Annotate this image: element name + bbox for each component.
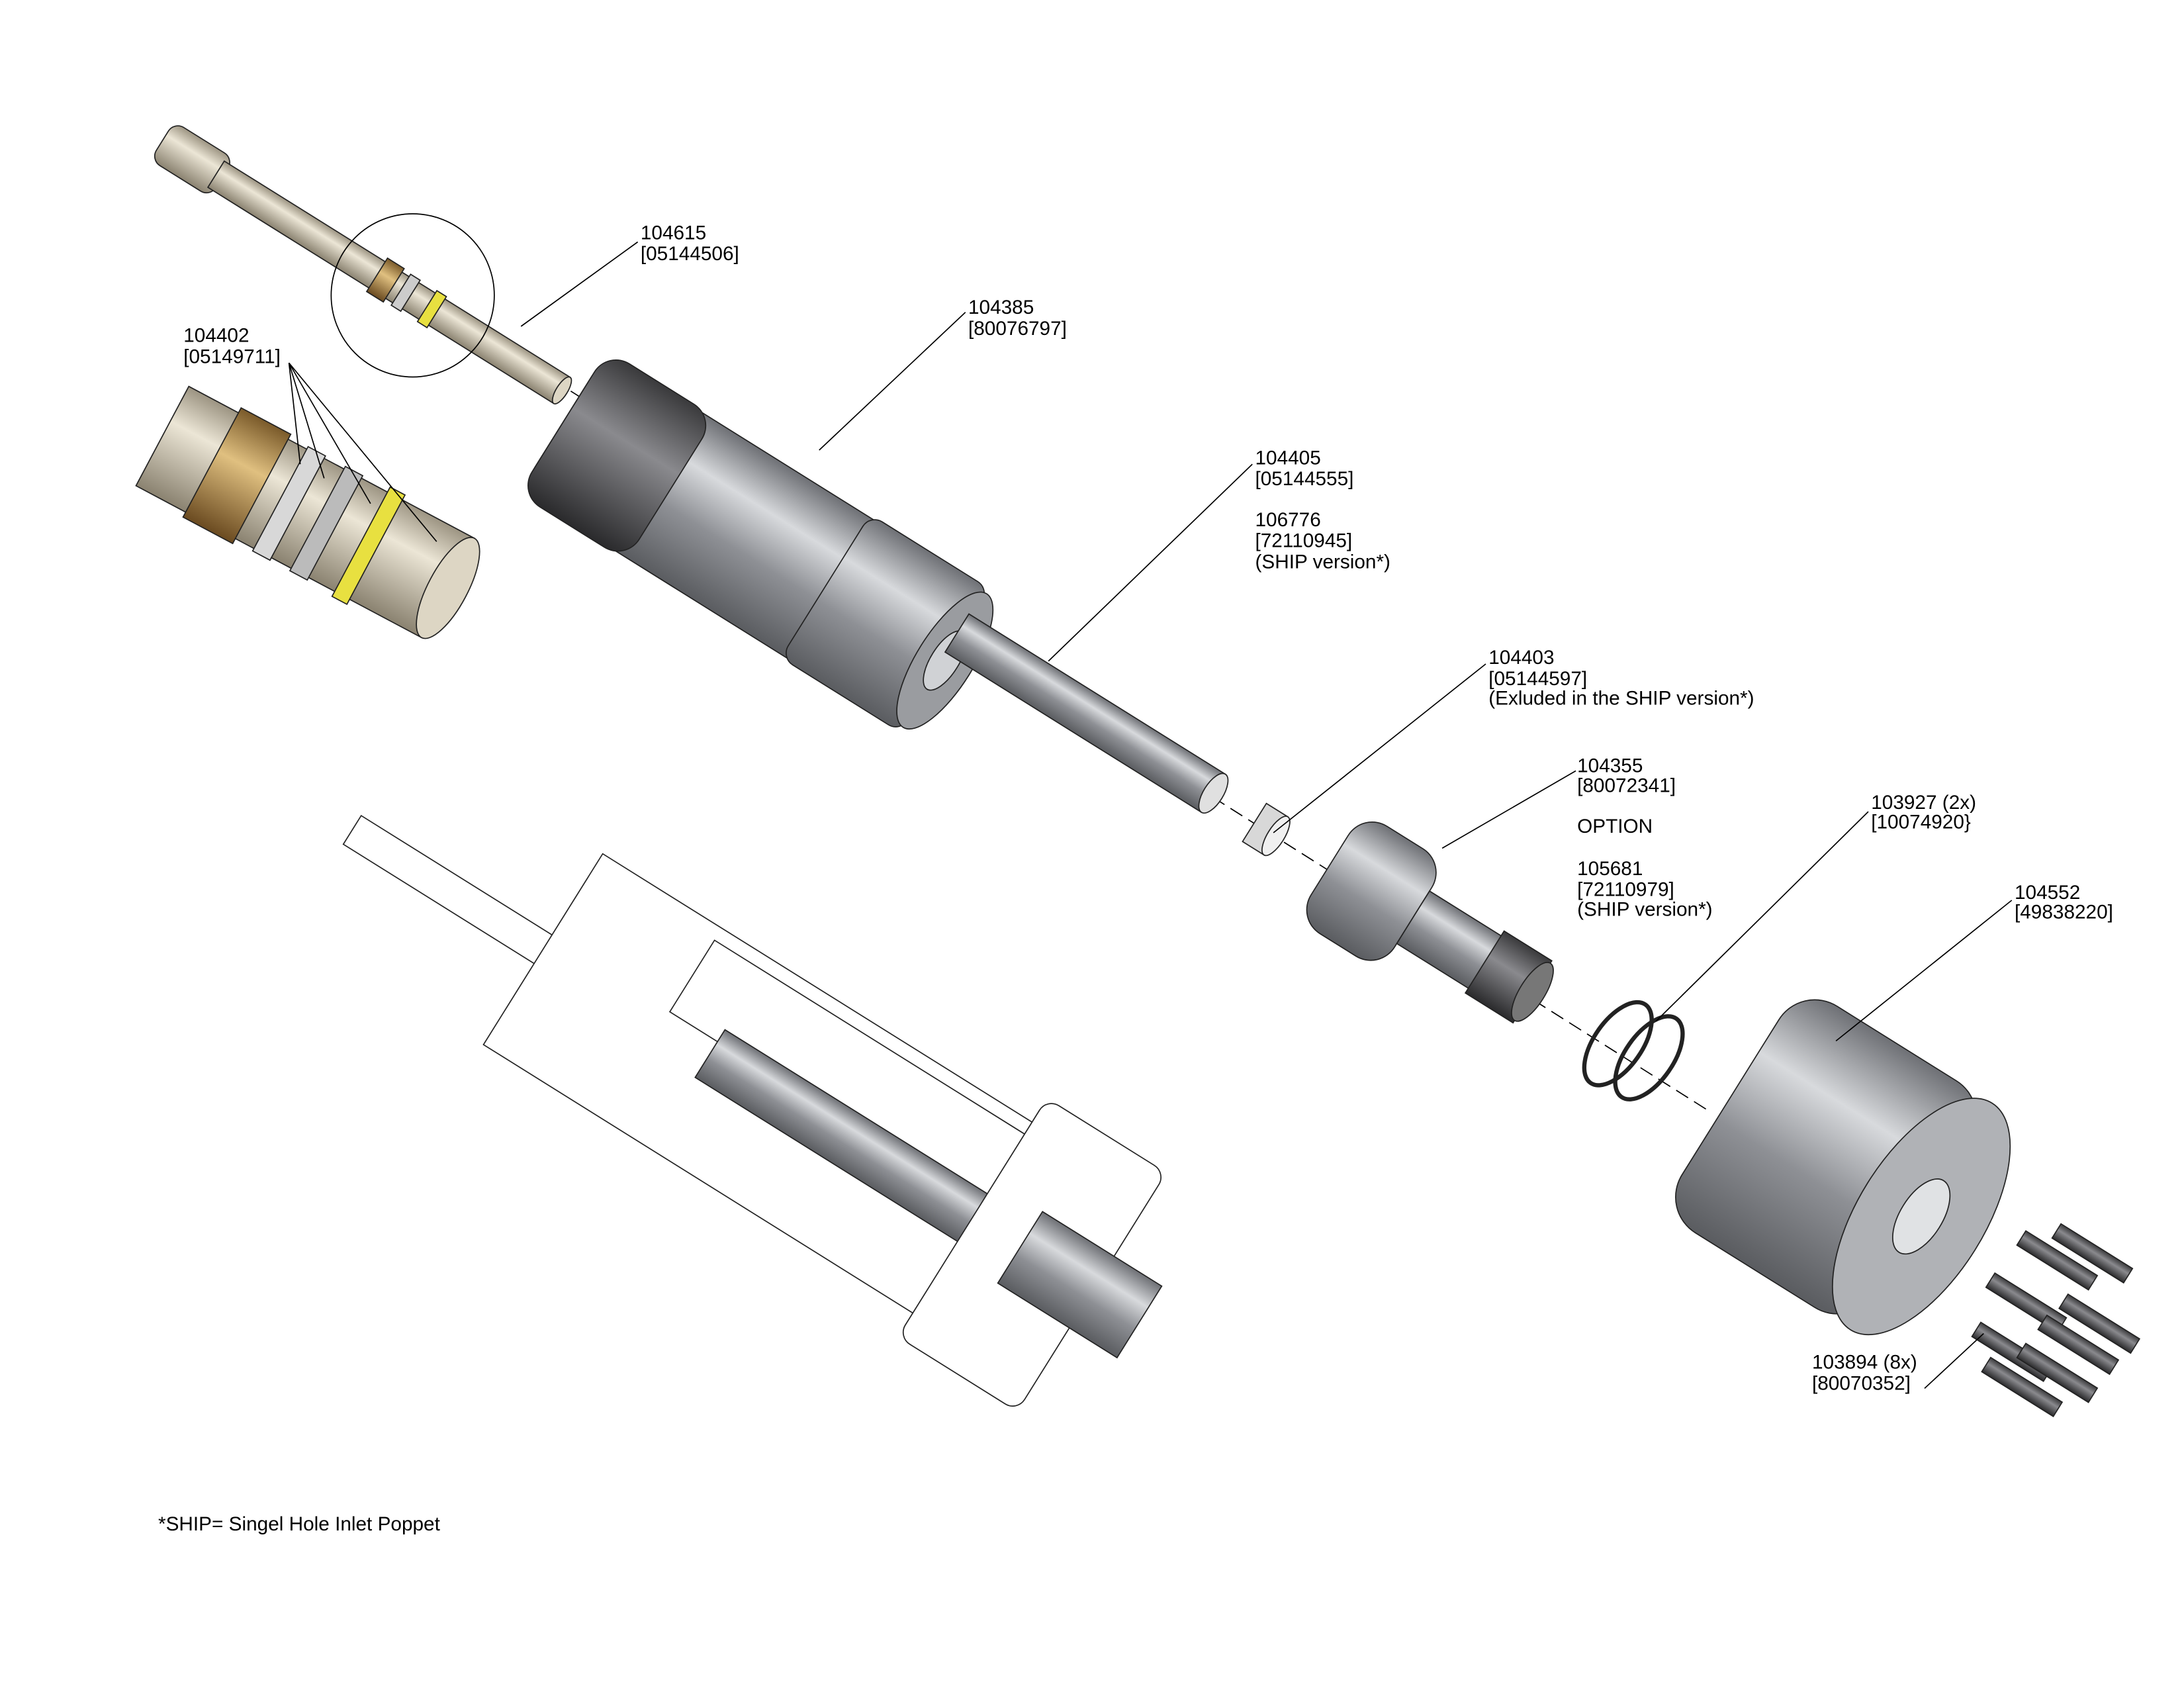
- alt-note: (SHIP version*): [1577, 898, 1712, 920]
- part-number: 104402: [183, 324, 249, 346]
- part-code: [05144597]: [1488, 668, 1587, 690]
- callout-104552: 104552 [49838220]: [2015, 882, 2113, 923]
- part-104355-valve: [1306, 821, 1554, 1024]
- alt-part-number: 106776: [1255, 509, 1321, 531]
- part-number: 104403: [1488, 647, 1554, 669]
- callout-104355: 104355 [80072341] OPTION 105681 [7211097…: [1577, 755, 1712, 921]
- callout-104403: 104403 [05144597] (Exluded in the SHIP v…: [1488, 647, 1754, 710]
- part-code: [05144506]: [641, 243, 739, 265]
- part-104405-tube: [944, 613, 1229, 814]
- part-number: 103894 (8x): [1812, 1352, 1917, 1374]
- part-number: 104385: [968, 297, 1034, 318]
- alt-part-code: [72110945]: [1255, 530, 1353, 552]
- part-code: [05144555]: [1255, 468, 1354, 490]
- part-104615-rod: [154, 125, 572, 404]
- part-number: 104355: [1577, 755, 1643, 777]
- part-103894-studs: [1971, 1223, 2141, 1417]
- part-104403-ring: [1242, 802, 1291, 857]
- part-number: 103927 (2x): [1871, 792, 1976, 814]
- option-label: OPTION: [1577, 816, 1653, 837]
- leader-lines: [288, 241, 2013, 1389]
- callout-104402: 104402 [05149711]: [183, 324, 281, 367]
- alt-note: (SHIP version*): [1255, 551, 1390, 573]
- callout-104405: 104405 [05144555] 106776 [72110945] (SHI…: [1255, 447, 1390, 573]
- part-103927-orings: [1582, 1000, 1685, 1102]
- part-104385-cylinder: [527, 359, 994, 730]
- part-code: [80076797]: [968, 318, 1067, 340]
- part-code: [10074920}: [1871, 812, 1971, 833]
- part-code: [49838220]: [2015, 902, 2113, 923]
- part-104402-seal-detail: [135, 385, 480, 639]
- part-number: 104615: [641, 222, 706, 244]
- section-view-assembly: [342, 814, 1163, 1407]
- part-number: 104405: [1255, 447, 1321, 469]
- footnote: *SHIP= Singel Hole Inlet Poppet: [158, 1513, 441, 1535]
- part-code: [80070352]: [1812, 1373, 1911, 1395]
- detail-circle: [330, 213, 495, 378]
- callout-104385: 104385 [80076797]: [968, 297, 1067, 340]
- alt-part-code: [72110979]: [1577, 879, 1674, 901]
- part-104552-end-cap: [1675, 999, 2011, 1336]
- part-note: (Exluded in the SHIP version*): [1488, 688, 1754, 710]
- callout-104615: 104615 [05144506]: [641, 222, 739, 265]
- alt-part-number: 105681: [1577, 858, 1643, 880]
- part-number: 104552: [2015, 882, 2080, 904]
- part-code: [05149711]: [183, 346, 281, 367]
- callout-103894: 103894 (8x) [80070352]: [1812, 1352, 1917, 1395]
- callout-103927: 103927 (2x) [10074920}: [1871, 792, 1976, 833]
- part-code: [80072341]: [1577, 774, 1676, 796]
